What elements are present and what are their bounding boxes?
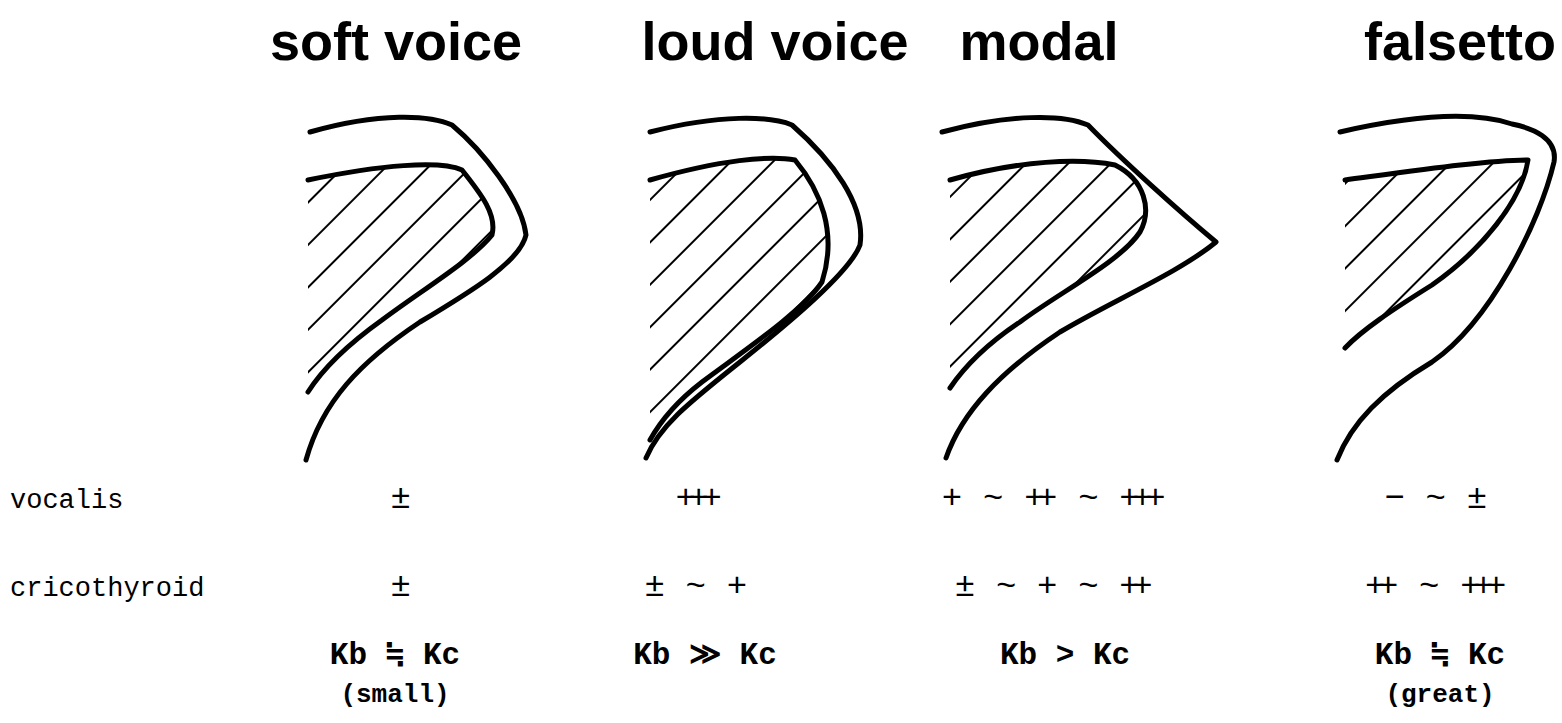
muscle-hatch [650, 158, 828, 440]
activity-value: ± [391, 570, 404, 604]
column-title: falsetto [1364, 14, 1556, 68]
activity-value: − ~ ± [1384, 482, 1479, 516]
column-title: loud voice [641, 14, 908, 68]
stiffness-note: (small) [340, 682, 449, 708]
stiffness-relation: Kb ≒ Kc [1375, 640, 1505, 671]
muscle-edge [308, 165, 493, 392]
activity-value: ± [391, 482, 404, 516]
activity-value: ± ~ + ~ ++ [955, 570, 1145, 604]
muscle-hatch [950, 161, 1146, 388]
stiffness-relation: Kb ≫ Kc [633, 640, 777, 671]
mucosa-outline [306, 117, 526, 460]
column-title: modal [959, 14, 1118, 68]
activity-value: ++ ~ +++ [1365, 570, 1499, 604]
mucosa-outline [1337, 116, 1554, 460]
muscle-edge [650, 158, 828, 440]
activity-value: + ~ ++ ~ +++ [942, 482, 1158, 516]
stiffness-relation: Kb ≒ Kc [330, 640, 460, 671]
column-title: soft voice [270, 14, 522, 68]
muscle-edge [950, 161, 1146, 388]
mucosa-outline [646, 118, 861, 458]
muscle-edge [1345, 160, 1528, 348]
muscle-hatch [1345, 160, 1528, 348]
stiffness-relation: Kb > Kc [1000, 640, 1130, 671]
activity-value: ± ~ + [644, 570, 739, 604]
row-label: cricothyroid [10, 576, 204, 603]
activity-value: +++ [676, 482, 715, 516]
mucosa-outline [942, 117, 1216, 458]
stiffness-note: (great) [1385, 682, 1494, 708]
muscle-hatch [308, 165, 493, 392]
row-label: vocalis [10, 488, 123, 515]
